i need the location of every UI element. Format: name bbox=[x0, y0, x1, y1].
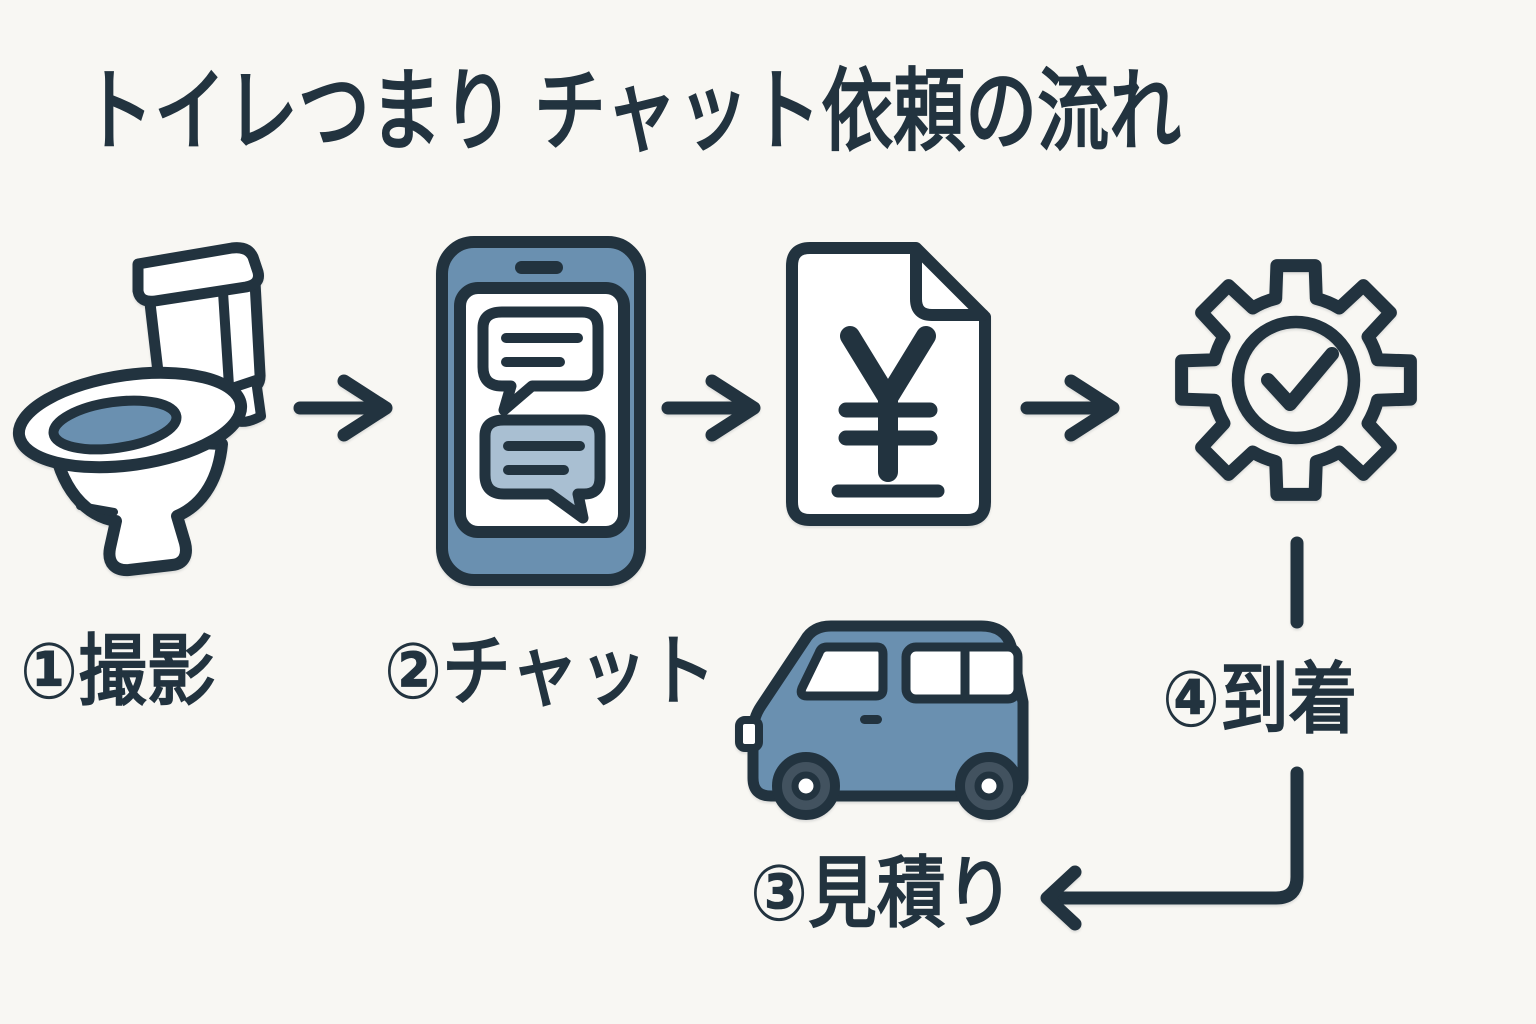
toilet-tank-side-line bbox=[218, 287, 234, 391]
toilet-tank-lid bbox=[132, 242, 264, 307]
check-mark bbox=[1261, 347, 1339, 411]
step-label-4: ④到着 bbox=[1162, 655, 1358, 743]
arrow-right-icon-1 bbox=[293, 374, 393, 442]
van-headlight bbox=[735, 716, 763, 752]
gear-inner-circle bbox=[1231, 315, 1361, 445]
page-title: トイレつまり チャット依頼の流れ bbox=[82, 62, 1182, 162]
yen-estimate-document-icon bbox=[786, 242, 991, 526]
gear-check-icon bbox=[1175, 259, 1417, 501]
toilet-icon bbox=[12, 242, 266, 577]
arrow-right-icon-2 bbox=[661, 374, 761, 442]
step-label-3: ③見積り bbox=[750, 849, 1015, 937]
smartphone-chat-icon bbox=[436, 236, 646, 586]
arrow-right-icon-3 bbox=[1020, 374, 1120, 442]
connector-arrowhead bbox=[1040, 865, 1082, 931]
step-label-1: ①撮影 bbox=[20, 627, 216, 715]
service-van-icon bbox=[735, 620, 1029, 820]
van-front-hub bbox=[791, 771, 821, 801]
van-door-handle bbox=[860, 715, 882, 724]
elbow-down-left-arrow bbox=[1040, 536, 1304, 931]
connector-elbow-segment bbox=[1053, 766, 1304, 905]
toilet-water bbox=[48, 395, 182, 455]
document-fold-corner bbox=[910, 244, 989, 321]
gear-path bbox=[1175, 259, 1417, 501]
phone-speaker bbox=[515, 261, 563, 274]
chat-bubble-incoming-lines bbox=[503, 441, 585, 475]
step-label-2: ②チャット bbox=[384, 627, 716, 715]
toilet-base-accent bbox=[76, 502, 118, 516]
yen-symbol-bars bbox=[838, 402, 938, 446]
chat-bubble-outgoing-lines bbox=[501, 333, 583, 367]
van-windshield bbox=[796, 642, 888, 701]
van-rear-hub bbox=[974, 771, 1004, 801]
